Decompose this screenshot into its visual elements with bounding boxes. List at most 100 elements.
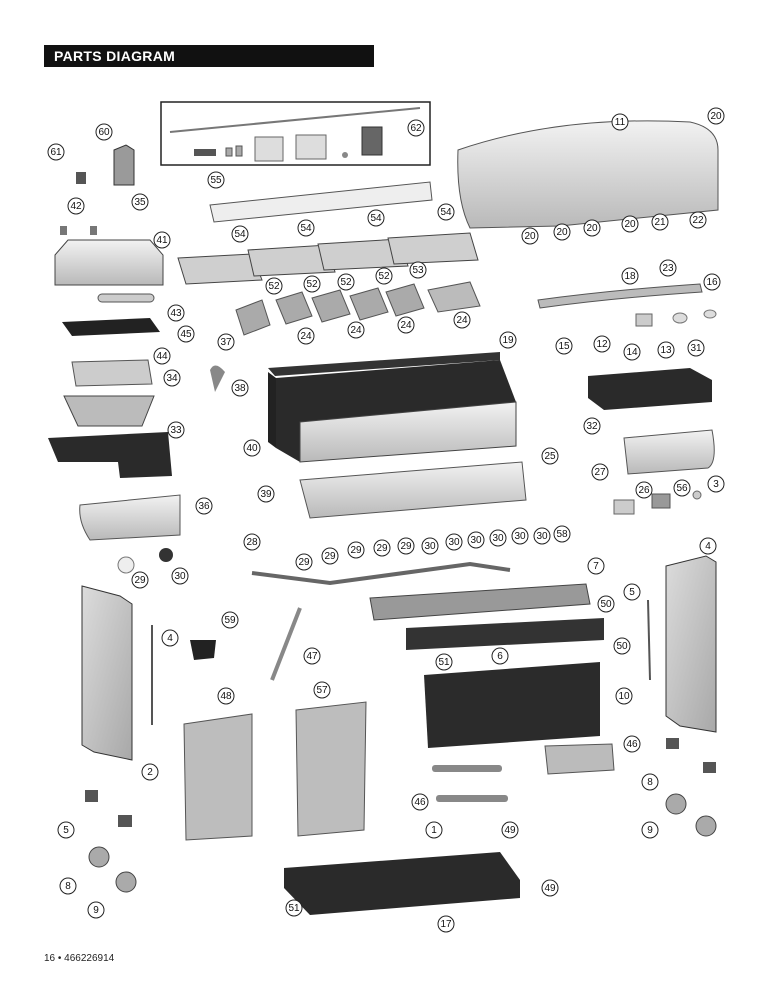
callout-label: 40 (246, 443, 258, 454)
part-callout: 54 (367, 209, 385, 227)
callout-label: 21 (654, 217, 666, 228)
part-callout: 52 (303, 275, 321, 293)
callout-label: 28 (246, 537, 258, 548)
callout-circle (207, 171, 225, 189)
callout-circle (623, 735, 641, 753)
callout-label: 8 (65, 881, 71, 892)
callout-circle (707, 107, 725, 125)
callout-label: 29 (400, 541, 412, 552)
callout-circle (593, 335, 611, 353)
callout-circle (195, 497, 213, 515)
part-callout: 57 (313, 681, 331, 699)
callout-circle (231, 225, 249, 243)
part-callout: 24 (347, 321, 365, 339)
callout-label: 53 (412, 265, 424, 276)
callout-circle (153, 347, 171, 365)
page-footer: 16 • 466226914 (44, 953, 115, 964)
part-callout: 20 (553, 223, 571, 241)
part-callout: 54 (437, 203, 455, 221)
part-callout: 16 (703, 273, 721, 291)
part-callout: 44 (153, 347, 171, 365)
part-callout: 52 (265, 277, 283, 295)
callout-circle (303, 647, 321, 665)
callout-circle (703, 273, 721, 291)
callout-label: 20 (624, 219, 636, 230)
callout-label: 30 (492, 533, 504, 544)
callout-label: 29 (298, 557, 310, 568)
callout-circle (467, 531, 485, 549)
part-callout: 26 (635, 481, 653, 499)
callout-label: 14 (626, 347, 638, 358)
callout-circle (583, 417, 601, 435)
callout-circle (425, 821, 443, 839)
callout-label: 62 (410, 123, 422, 134)
part-callout: 19 (499, 331, 517, 349)
callout-circle (373, 539, 391, 557)
callout-circle (297, 219, 315, 237)
callout-label: 29 (134, 575, 146, 586)
callout-label: 20 (710, 111, 722, 122)
callout-circle (411, 793, 429, 811)
callout-circle (397, 316, 415, 334)
part-callout: 30 (533, 527, 551, 545)
callout-circle (87, 901, 105, 919)
callout-circle (553, 525, 571, 543)
callout-circle (707, 475, 725, 493)
callout-circle (337, 273, 355, 291)
callout-circle (657, 341, 675, 359)
callout-circle (499, 331, 517, 349)
callout-label: 30 (174, 571, 186, 582)
callout-label: 32 (586, 421, 598, 432)
callout-label: 8 (647, 777, 653, 788)
part-callout: 50 (613, 637, 631, 655)
part-callout: 58 (553, 525, 571, 543)
part-callout: 54 (297, 219, 315, 237)
callout-label: 57 (316, 685, 328, 696)
callout-label: 15 (558, 341, 570, 352)
part-callout: 60 (95, 123, 113, 141)
callout-circle (285, 899, 303, 917)
callout-circle (397, 537, 415, 555)
callout-label: 26 (638, 485, 650, 496)
callout-label: 27 (594, 467, 606, 478)
callout-label: 34 (166, 373, 178, 384)
callout-circle (421, 537, 439, 555)
callout-circle (583, 219, 601, 237)
part-callout: 51 (285, 899, 303, 917)
part-callout: 36 (195, 497, 213, 515)
callout-circle (95, 123, 113, 141)
callout-circle (673, 479, 691, 497)
callout-label: 4 (167, 633, 173, 644)
callout-circle (623, 583, 641, 601)
part-callout: 29 (397, 537, 415, 555)
callout-label: 24 (400, 320, 412, 331)
callout-label: 30 (514, 531, 526, 542)
callout-circle (611, 113, 629, 131)
callout-label: 47 (306, 651, 318, 662)
callout-label: 44 (156, 351, 168, 362)
callout-label: 7 (593, 561, 599, 572)
callout-label: 30 (448, 537, 460, 548)
part-callout: 1 (425, 821, 443, 839)
callout-circle (243, 533, 261, 551)
part-callout: 29 (131, 571, 149, 589)
part-callout: 49 (541, 879, 559, 897)
part-callout: 15 (555, 337, 573, 355)
part-callout: 27 (591, 463, 609, 481)
callout-label: 49 (544, 883, 556, 894)
part-callout: 23 (659, 259, 677, 277)
callout-circle (489, 529, 507, 547)
callout-circle (313, 681, 331, 699)
part-callout: 45 (177, 325, 195, 343)
callout-label: 25 (544, 451, 556, 462)
part-callout: 53 (409, 261, 427, 279)
callout-label: 52 (268, 281, 280, 292)
part-callout: 52 (337, 273, 355, 291)
callout-circle (171, 567, 189, 585)
callout-circle (623, 343, 641, 361)
part-callout: 42 (67, 197, 85, 215)
callout-circle (453, 311, 471, 329)
callout-circle (541, 447, 559, 465)
callout-label: 22 (692, 215, 704, 226)
callout-label: 3 (713, 479, 719, 490)
